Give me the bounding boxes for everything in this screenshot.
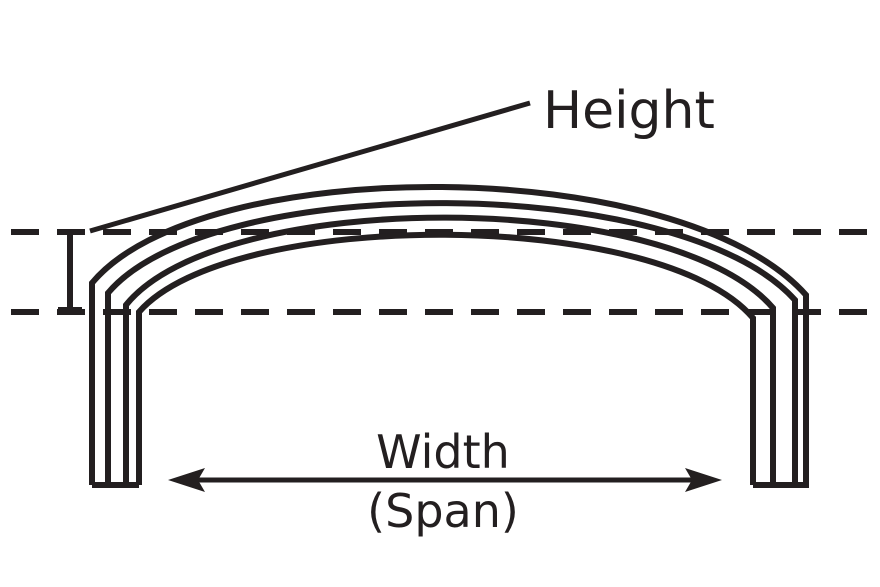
width-arrow-left-head [168,468,205,492]
arch-outer-line [89,183,809,488]
height-label: Height [543,81,715,141]
width-label: Width [376,425,510,479]
arch-line-2 [105,200,798,485]
height-bracket [58,229,82,313]
width-arrow-right-head [685,468,722,492]
arch-line-3 [123,214,776,485]
span-label: (Span) [367,484,519,538]
height-leader-line [89,100,531,234]
arch-inner-line [92,231,756,488]
